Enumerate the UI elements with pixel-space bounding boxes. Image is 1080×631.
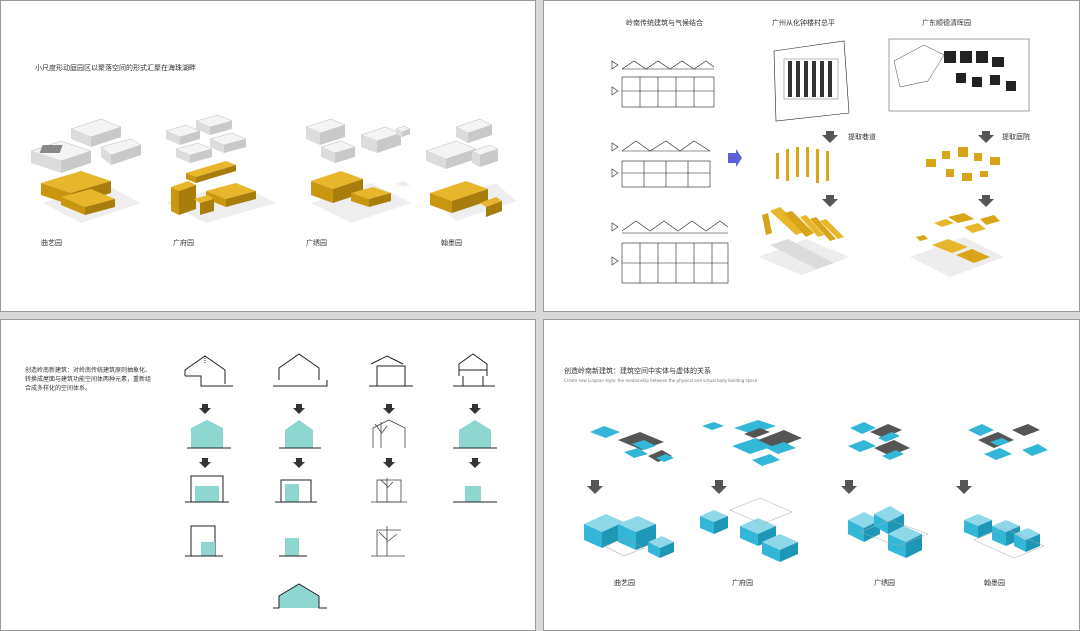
arrow-down-icon-b2 [293,458,305,468]
solid-void-drawing [584,420,1048,562]
garden-plan [888,38,1030,112]
arrow-down-icon-a2 [199,458,211,468]
volume-1c [185,525,223,557]
label-guangfu-2: 广府园 [732,579,753,587]
arrow-down-icon-a1 [199,404,211,414]
header-garden: 广东顺德清晖园 [922,19,971,27]
arrow-down-icon-e2 [711,480,727,494]
panel4-title: 创造岭南新建筑：建筑空间中实体与虚体的关系 [564,367,711,375]
arrow-down-icon-c2 [383,458,395,468]
panel-traditional-analysis: 岭南传统建筑与气候结合 广州从化钟楼村总平 广东顺德清晖园 提取巷道 提取庭院 [543,0,1080,312]
label-guangxiu: 广绣园 [306,239,327,247]
arrow-down-icon-b1 [293,404,305,414]
arrow-down-icon-3 [978,131,994,143]
transformation-description: 创造岭南新建筑：对岭南传统建筑原则抽象化、转换成屋面与建筑功能空间体两种元素，重… [25,367,152,392]
plan-guangxiu [848,422,910,460]
arrow-down-icon-e3 [841,480,857,494]
section-plan-3 [611,220,729,284]
village-plan [773,40,850,122]
section-1 [184,355,233,387]
blue-arrow-icon [728,149,742,167]
cluster-hanmo [395,118,516,221]
plan-hanmo [968,424,1048,460]
volume-2c [279,538,307,557]
cluster-quyi [30,118,142,223]
volume-4b [453,486,497,503]
label-quyi-2: 曲艺园 [614,579,635,587]
mass-hanmo [964,514,1045,559]
arrow-down-icon-e4 [956,480,972,494]
courtyards-3d [910,213,1004,277]
label-hanmo: 翰墨园 [441,239,462,247]
panel-transformation: 创造岭南新建筑：对岭南传统建筑原则抽象化、转换成屋面与建筑功能空间体两种元素，重… [0,319,536,631]
arrow-down-icon [822,131,838,143]
panel4-subtitle: Create new Lingnan style: the relationsh… [564,378,758,383]
volume-2a [279,420,321,449]
tree-frame-3c [371,526,405,557]
label-quyi: 曲艺园 [41,239,62,247]
panel-solid-void: 创造岭南新建筑：建筑空间中实体与虚体的关系 Create new Lingnan… [543,319,1080,631]
arrow-down-icon-4 [978,195,994,207]
plan-quyi [590,426,674,462]
section-2 [273,353,328,387]
label-extract-lanes: 提取巷道 [848,133,876,141]
label-guangfu: 广府园 [173,239,194,247]
courtyards-gold [926,147,1000,181]
mass-guangfu [700,497,798,562]
plan-guangfu [702,420,802,466]
section-plan-1 [611,60,715,108]
section-4 [453,353,495,387]
section-3 [369,355,413,387]
volume-2d [273,583,327,609]
traditional-analysis-drawing [611,38,1030,284]
panel-garden-clusters: 小尺度形动庭园区以聚落空间的形式汇聚在海珠湖畔 曲艺园 广府园 广绣园 翰墨园 [0,0,536,312]
transformation-drawing [184,353,497,609]
section-plan-2 [611,140,711,188]
tree-frame-3b [371,478,407,503]
label-extract-courtyards: 提取庭院 [1002,133,1030,141]
mass-quyi [584,514,674,558]
header-climate: 岭南传统建筑与气候结合 [626,19,703,27]
lanes-gold [776,147,829,183]
panel1-caption: 小尺度形动庭园区以聚落空间的形式汇聚在海珠湖畔 [35,64,196,72]
cluster-guangxiu [305,118,411,223]
tree-frame-3a [372,419,406,448]
arrow-down-icon-e1 [587,480,603,494]
mass-guangxiu [848,506,929,558]
garden-clusters-drawing [30,114,516,223]
arrow-down-icon-d2 [469,458,481,468]
arrow-down-icon-d1 [469,404,481,414]
volume-1a [187,420,231,449]
lanes-3d [758,207,850,275]
cluster-guangfu [165,114,276,223]
arrow-down-icon-2 [822,195,838,207]
header-village: 广州从化钟楼村总平 [772,19,835,27]
volume-4a [453,420,497,449]
volume-1b [185,475,229,503]
label-guangxiu-2: 广绣园 [874,579,895,587]
label-hanmo-2: 翰墨园 [984,579,1005,587]
arrow-down-icon-c1 [383,404,395,414]
volume-2b [275,479,317,503]
